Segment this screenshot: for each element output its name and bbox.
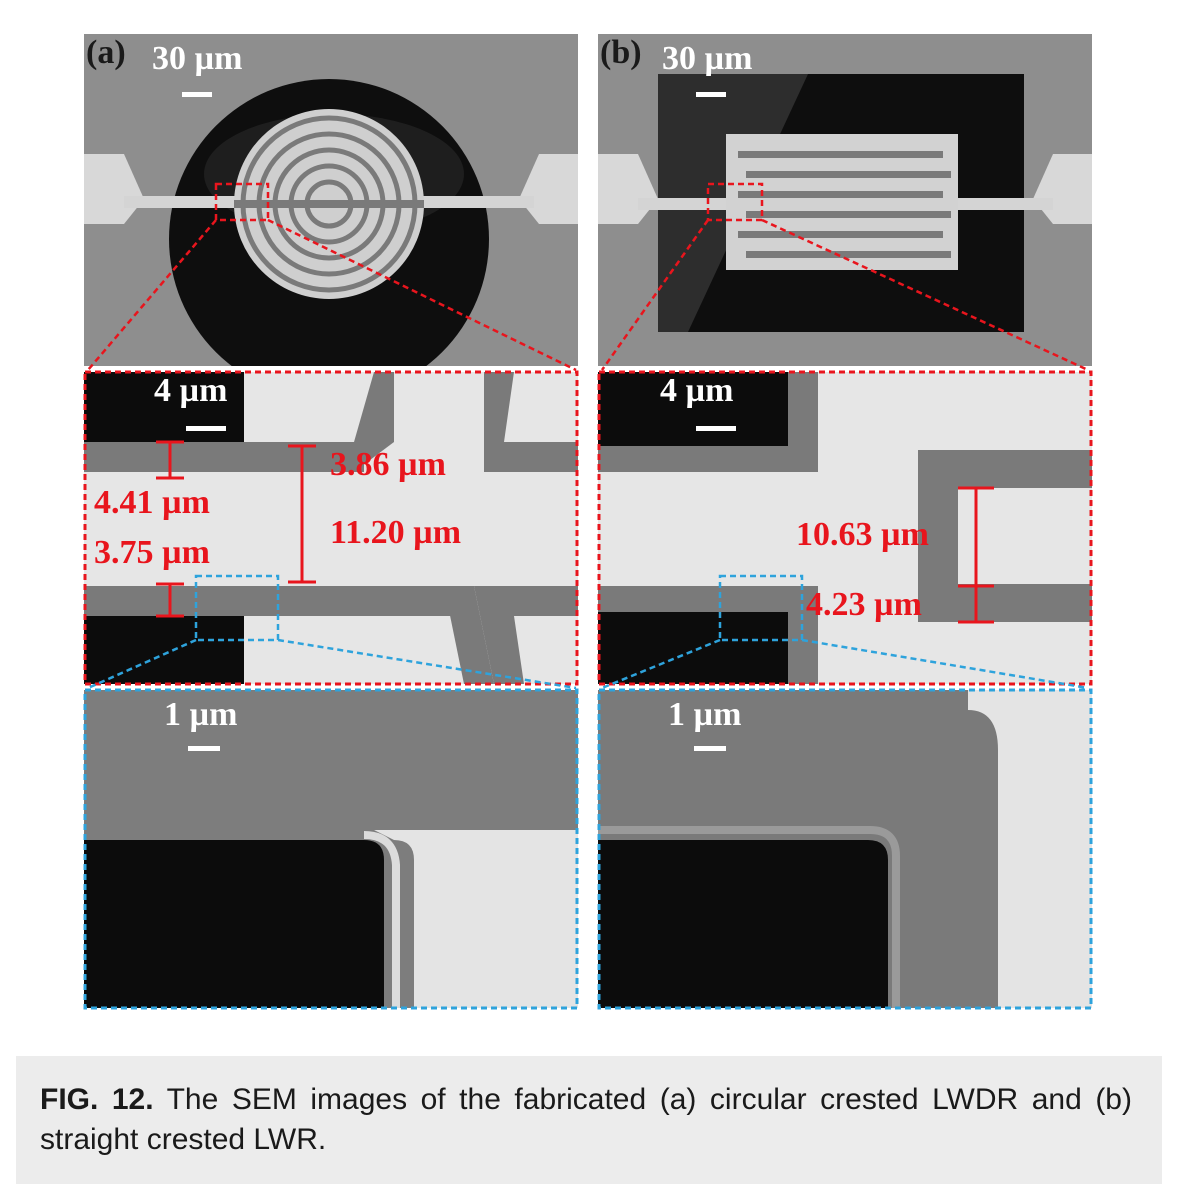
panel-b-scale-label-1um: 1 µm	[668, 696, 742, 733]
panel-a-overview: (a) 30 µm	[84, 34, 578, 366]
figure-id: FIG. 12.	[40, 1083, 154, 1116]
panel-a-scale-label-30um: 30 µm	[152, 40, 243, 77]
panel-a-scale-bar-4um	[186, 426, 226, 431]
panel-b-scale-bar-30um	[696, 92, 726, 97]
panel-b-overview: (b) 30 µm	[598, 34, 1092, 366]
panel-a-zoom-1um: 1 µm	[84, 690, 578, 1008]
panel-a-measure-4-41: 4.41 µm	[94, 484, 210, 521]
panel-b-scale-bar-1um	[694, 746, 726, 751]
annotation-overlay	[83, 218, 1093, 1010]
panel-a-measure-11-20: 11.20 µm	[330, 514, 462, 551]
panel-a-dimension-lines	[156, 440, 316, 618]
panel-a-scale-bar-1um	[188, 746, 220, 751]
figure-caption: FIG. 12. The SEM images of the fabricate…	[40, 1080, 1132, 1160]
panel-a-zoom-4um: 4 µm	[84, 372, 578, 684]
panel-b-middle-image	[598, 372, 1092, 684]
panel-b-scale-label-4um: 4 µm	[660, 372, 734, 409]
panel-a-measure-3-86: 3.86 µm	[330, 446, 446, 483]
straight-resonator-image	[598, 34, 1092, 366]
panel-a-scale-label-1um: 1 µm	[164, 696, 238, 733]
panel-b-scale-label-30um: 30 µm	[662, 40, 753, 77]
panel-a-scale-bar-30um	[182, 92, 212, 97]
panel-a-middle-image	[84, 372, 578, 684]
panel-b-measure-4-23: 4.23 µm	[806, 586, 922, 623]
panel-a-bottom-image	[84, 690, 578, 1008]
panel-a-scale-label-4um: 4 µm	[154, 372, 228, 409]
panel-b-zoom-4um: 4 µm	[598, 372, 1092, 684]
caption-text: The SEM images of the fabricated (a) cir…	[40, 1083, 1132, 1156]
panel-b-measure-10-63: 10.63 µm	[796, 516, 929, 553]
panel-b-bottom-image	[598, 690, 1092, 1008]
panel-a-tag: (a)	[86, 34, 126, 71]
panel-b-zoom-1um: 1 µm	[598, 690, 1092, 1008]
caption-box: FIG. 12. The SEM images of the fabricate…	[16, 1056, 1162, 1184]
circular-resonator-image	[84, 34, 578, 366]
panel-b-tag: (b)	[600, 34, 642, 71]
panel-b-scale-bar-4um	[696, 426, 736, 431]
panel-a-measure-3-75: 3.75 µm	[94, 534, 210, 571]
figure: (a) 30 µm (b) 30 µm	[83, 34, 1093, 1010]
panel-b-dimension-lines	[958, 486, 994, 624]
